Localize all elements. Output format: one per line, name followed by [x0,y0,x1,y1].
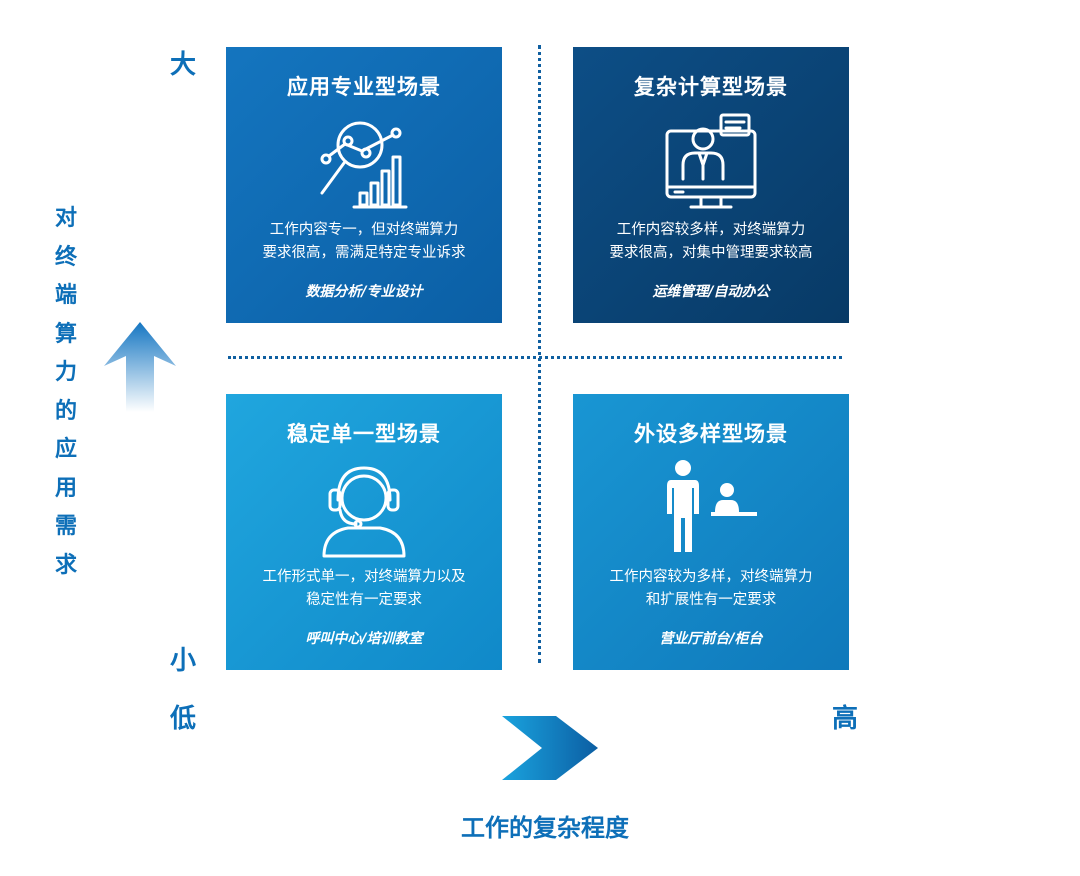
desc-line: 工作形式单一，对终端算力以及 [262,569,466,585]
quadrant-title: 稳定单一型场景 [287,422,441,446]
desc-line: 要求很高，对集中管理要求较高 [609,245,813,261]
service-counter-icon [667,460,757,552]
quadrant-example: 运维管理/自动办公 [652,284,770,300]
desc-line: 稳定性有一定要求 [306,592,422,608]
arrow-up-icon [104,322,176,412]
y-axis-top-label: 大 [170,50,197,80]
analytics-chart-icon [320,121,408,209]
desc-line: 工作内容较为多样，对终端算力 [609,569,813,585]
quadrant-example: 数据分析/专业设计 [305,284,423,300]
desc-line: 工作内容较多样，对终端算力 [616,222,806,238]
quadrant-description: 工作形式单一，对终端算力以及 稳定性有一定要求 [236,566,492,612]
quadrant-example: 营业厅前台/柜台 [659,631,763,647]
quadrant-description: 工作内容较多样，对终端算力 要求很高，对集中管理要求较高 [583,219,839,265]
quadrant-title: 应用专业型场景 [287,75,441,99]
horizontal-divider [228,356,842,359]
quadrant-top-right: 复杂计算型场景 工作内容较多样，对终端算力 要求很高，对集中管理要求较高 运维管… [573,47,849,323]
y-axis-title: 对终端算力的应用需求 [54,206,77,578]
headset-agent-icon [322,466,406,558]
quadrant-title: 复杂计算型场景 [634,75,788,99]
monitor-presenter-icon [665,113,757,209]
x-axis-left-label: 低 [170,704,197,734]
quadrant-bottom-left: 稳定单一型场景 工作形式单一，对终端算力以及 稳定性有一定要求 呼叫中心/培训教… [226,394,502,670]
x-axis-right-label: 高 [832,704,859,734]
quadrant-top-left: 应用专业型场景 工作内容专一，但对终端算力 要求很高，需满足特定专业诉求 数据分… [226,47,502,323]
quadrant-example: 呼叫中心/培训教室 [305,631,423,647]
desc-line: 要求很高，需满足特定专业诉求 [262,245,466,261]
vertical-divider [538,45,541,663]
desc-line: 工作内容专一，但对终端算力 [269,222,459,238]
quadrant-description: 工作内容专一，但对终端算力 要求很高，需满足特定专业诉求 [236,219,492,265]
quadrant-title: 外设多样型场景 [634,422,788,446]
quadrant-description: 工作内容较为多样，对终端算力 和扩展性有一定要求 [583,566,839,612]
arrow-right-icon [502,716,598,780]
x-axis-title: 工作的复杂程度 [461,814,629,842]
quadrant-bottom-right: 外设多样型场景 工作内容较为多样，对终端算力 和扩展性有一定要求 营业厅前台/柜… [573,394,849,670]
desc-line: 和扩展性有一定要求 [645,592,777,608]
y-axis-bottom-label: 小 [170,646,197,676]
